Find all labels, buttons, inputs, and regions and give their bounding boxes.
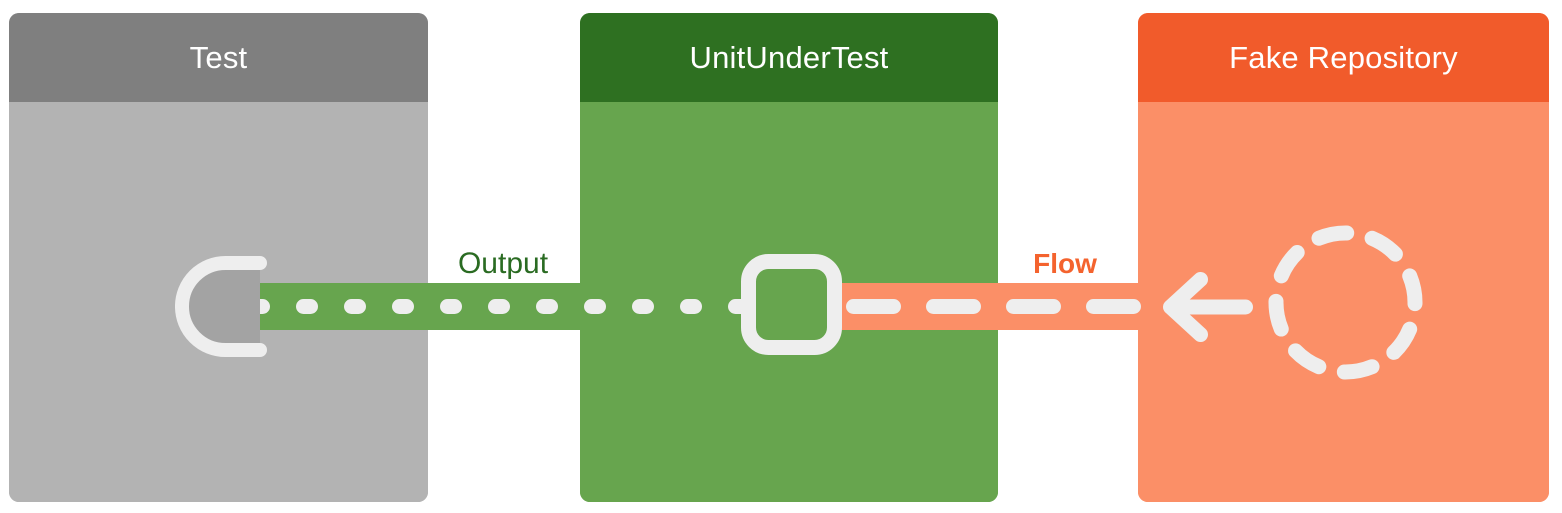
participant-title-test: Test bbox=[189, 40, 248, 75]
message-band-flow[interactable] bbox=[840, 283, 1170, 330]
participant-header-unit-under-test: UnitUnderTest bbox=[580, 13, 998, 102]
message-dashes-flow bbox=[846, 299, 1141, 314]
connector-repo-dashed-circle[interactable] bbox=[1268, 225, 1423, 380]
participant-title-fake-repository: Fake Repository bbox=[1229, 40, 1458, 75]
dashed-circle-icon bbox=[1268, 225, 1423, 380]
participant-panel-fake-repository[interactable]: Fake Repository bbox=[1138, 13, 1549, 502]
message-label-flow: Flow bbox=[1027, 248, 1103, 280]
connector-test-socket[interactable] bbox=[175, 256, 267, 357]
connector-uut-port[interactable] bbox=[741, 254, 842, 355]
participant-title-unit-under-test: UnitUnderTest bbox=[689, 40, 889, 75]
arrow-left-icon bbox=[1163, 272, 1253, 342]
d-socket-icon bbox=[175, 256, 267, 357]
participant-header-test: Test bbox=[9, 13, 428, 102]
connector-repo-arrow[interactable] bbox=[1161, 272, 1253, 342]
rounded-square-port-icon bbox=[741, 254, 842, 355]
message-label-output: Output bbox=[451, 247, 555, 281]
participant-header-fake-repository: Fake Repository bbox=[1138, 13, 1549, 102]
